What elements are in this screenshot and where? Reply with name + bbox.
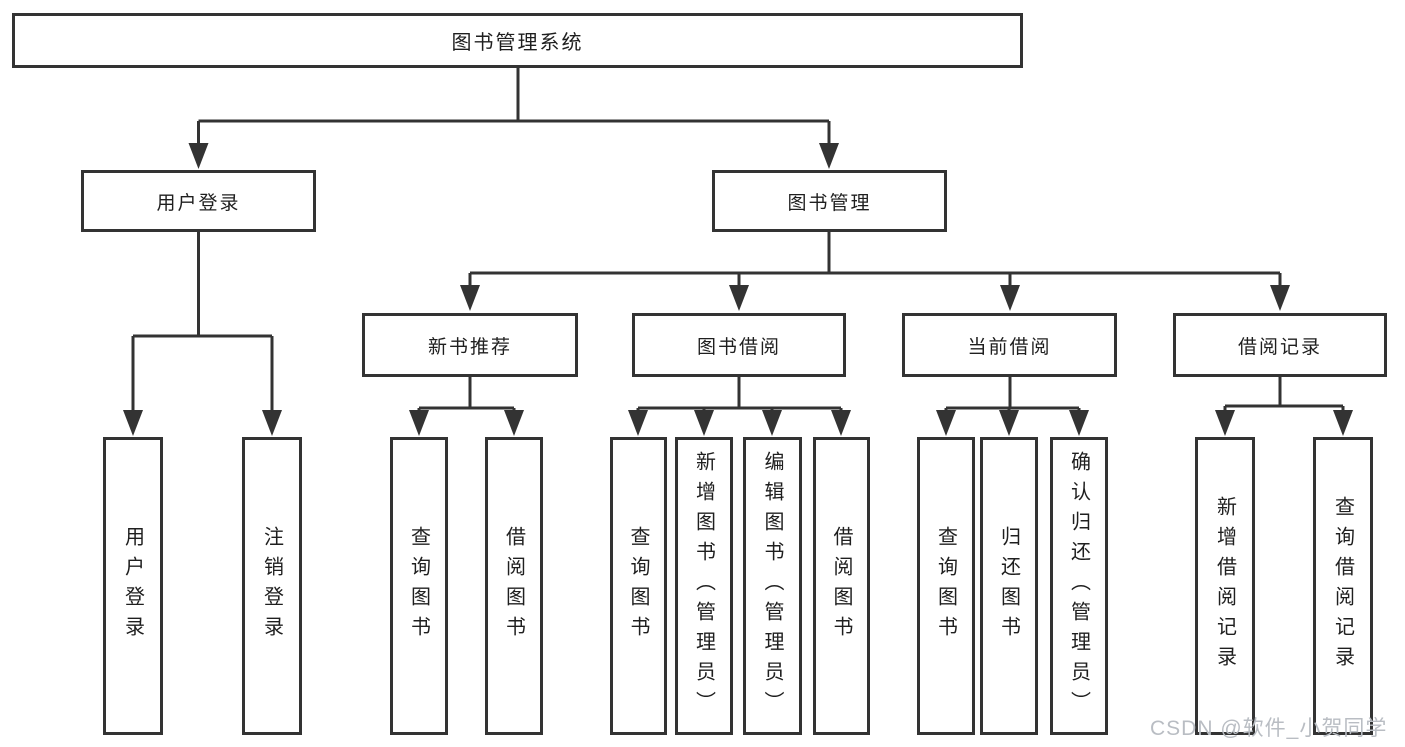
leaf-confirm-return-admin: 确认归还（管理员） — [1050, 437, 1108, 735]
leaf-add-book-admin: 新增图书（管理员） — [675, 437, 733, 735]
node-book-borrow: 图书借阅 — [632, 313, 846, 377]
leaf-query-books-recommend: 查询图书 — [390, 437, 448, 735]
node-current-borrow: 当前借阅 — [902, 313, 1117, 377]
leaf-query-books-borrow: 查询图书 — [610, 437, 667, 735]
node-book-management: 图书管理 — [712, 170, 947, 232]
node-new-book-recommend: 新书推荐 — [362, 313, 578, 377]
leaf-return-book: 归还图书 — [980, 437, 1038, 735]
leaf-add-borrow-record: 新增借阅记录 — [1195, 437, 1255, 735]
leaf-borrow-books-recommend: 借阅图书 — [485, 437, 543, 735]
csdn-watermark: CSDN @软件_小贺同学 — [1150, 717, 1388, 740]
node-user-login: 用户登录 — [81, 170, 316, 232]
leaf-user-login: 用户登录 — [103, 437, 163, 735]
leaf-query-books-current: 查询图书 — [917, 437, 975, 735]
leaf-query-borrow-record: 查询借阅记录 — [1313, 437, 1373, 735]
node-library-management-system: 图书管理系统 — [12, 13, 1023, 68]
leaf-logout: 注销登录 — [242, 437, 302, 735]
node-borrow-records: 借阅记录 — [1173, 313, 1387, 377]
leaf-borrow-books: 借阅图书 — [813, 437, 870, 735]
leaf-edit-book-admin: 编辑图书（管理员） — [743, 437, 802, 735]
